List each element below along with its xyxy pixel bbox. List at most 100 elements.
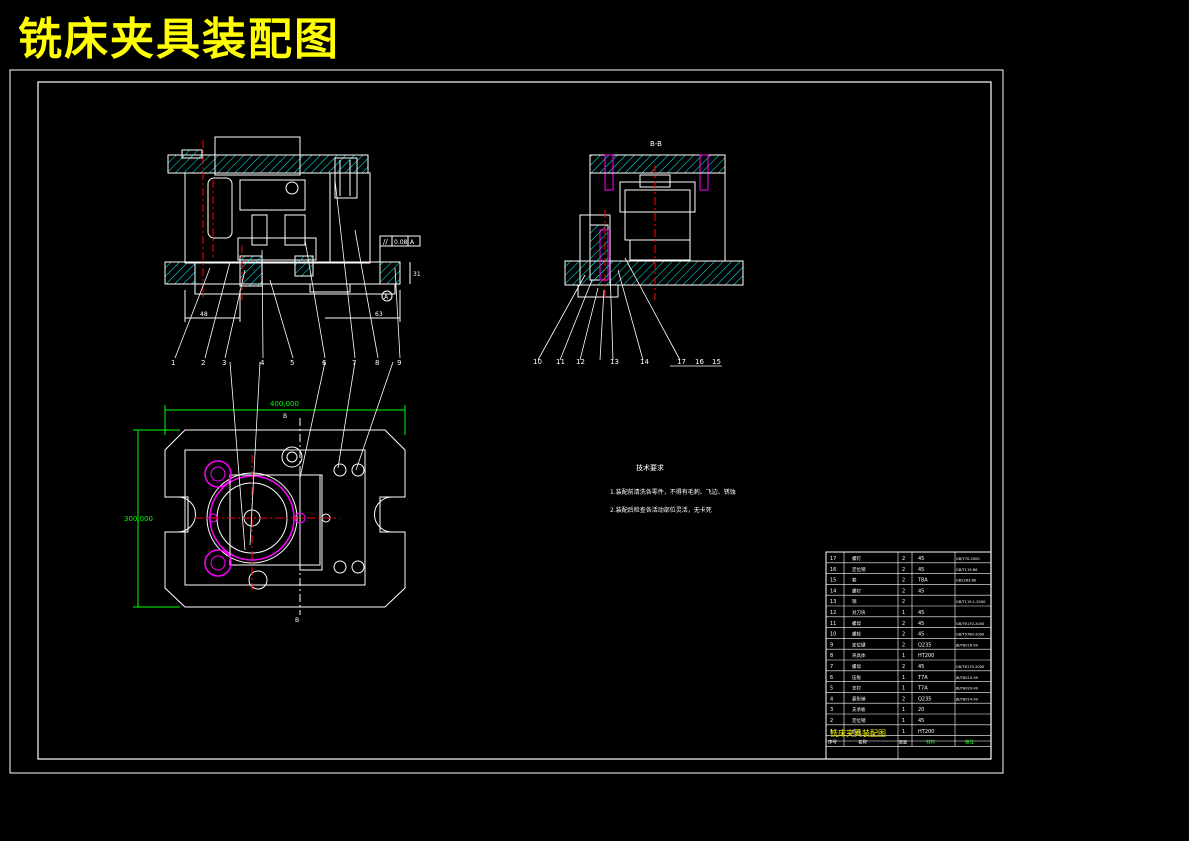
- bom-no: 12: [830, 610, 836, 616]
- bom-name: 底座: [852, 728, 861, 735]
- bom-material: 45: [918, 567, 924, 573]
- bom-no: 6: [830, 675, 833, 681]
- bom-drawing-name: 铣床夹具装配图: [830, 728, 886, 738]
- balloon-1: 1: [171, 359, 175, 367]
- top-leaders: [229, 361, 394, 551]
- balloon-9: 9: [397, 359, 401, 367]
- bom-material: 45: [918, 718, 924, 724]
- bom-frame: [825, 551, 992, 760]
- bom-material: 45: [918, 556, 924, 562]
- section-leaders: [537, 257, 722, 367]
- front-leaders: [174, 179, 401, 359]
- bom-name: 螺钉: [852, 587, 861, 594]
- bom-no: 5: [830, 686, 833, 692]
- bom-name: 对刀块: [852, 609, 866, 616]
- inner-frame: [37, 81, 992, 760]
- bom-standard: GB2263-80: [956, 579, 977, 583]
- balloon-17: 17: [677, 358, 686, 366]
- bom-name: 螺栓: [852, 631, 861, 638]
- bom-no: 1: [830, 729, 833, 735]
- bom-qty: 2: [902, 567, 905, 573]
- bom-standard: JB/T8010-99: [955, 676, 979, 680]
- tolerance-symbol: //: [383, 238, 388, 246]
- bom-header-standard: 备注: [965, 739, 974, 746]
- bom-qty: 1: [902, 610, 905, 616]
- bom-name: 套: [852, 577, 857, 584]
- bom-qty: 1: [902, 718, 905, 724]
- bom-name: 定位销: [852, 566, 866, 573]
- bom-qty: 2: [902, 599, 905, 605]
- bom-qty: 1: [902, 686, 905, 692]
- bom-name: 菱形销: [852, 695, 866, 702]
- bom-no: 16: [830, 567, 836, 573]
- bom-qty: 2: [902, 642, 905, 648]
- bom-header-name: 名称: [858, 739, 867, 746]
- bom-standard: GB/T6170-2000: [956, 622, 985, 626]
- bom-qty: 1: [902, 729, 905, 735]
- bom-no: 2: [830, 718, 833, 724]
- bom-qty: 2: [902, 556, 905, 562]
- balloon-2: 2: [201, 359, 205, 367]
- dim-height: 300,000: [124, 515, 153, 523]
- bom-no: 4: [830, 696, 833, 702]
- bom-qty: 2: [902, 621, 905, 627]
- bom-no: 10: [830, 632, 836, 638]
- bom-material: 45: [918, 610, 924, 616]
- notes-line-2: 2.装配后检查各活动部位灵活，无卡死: [610, 506, 712, 514]
- bom-no: 3: [830, 707, 833, 713]
- balloon-5: 5: [290, 359, 294, 367]
- bom-qty: 1: [902, 675, 905, 681]
- dim-width: 400,000: [270, 400, 299, 408]
- bom-no: 7: [830, 664, 833, 670]
- bom-material: HT200: [918, 729, 934, 735]
- balloon-10: 10: [533, 358, 542, 366]
- bom-name: 螺钉: [852, 555, 861, 562]
- bom-standard: GB/T5780-2000: [956, 633, 985, 637]
- top-view: [133, 405, 406, 615]
- notes-line-1: 1.装配前清洗各零件，不得有毛刺、飞边、锈蚀: [610, 488, 736, 496]
- bom-material: 20: [918, 707, 924, 713]
- balloon-13: 13: [610, 358, 619, 366]
- balloon-8: 8: [375, 359, 379, 367]
- section-mark-bottom: B: [295, 617, 299, 624]
- bom-no: 14: [830, 588, 836, 594]
- balloon-14: 14: [640, 358, 649, 366]
- dim-48: 48: [200, 311, 208, 318]
- front-view: [164, 136, 421, 322]
- bom-qty: 2: [902, 632, 905, 638]
- bom-standard: GB/T6170-2000: [956, 665, 985, 669]
- bom-qty: 2: [902, 578, 905, 584]
- bom-name: 夹具体: [852, 652, 866, 659]
- bom-name: 支承板: [852, 706, 866, 713]
- bom-name: 销: [852, 598, 857, 605]
- dim-31: 31: [413, 271, 421, 278]
- bom-header-qty: 数量: [899, 739, 907, 745]
- bom-name: 螺母: [852, 620, 861, 627]
- section-view: [564, 154, 744, 300]
- bom-material: T8A: [917, 578, 928, 584]
- balloon-16: 16: [695, 358, 704, 366]
- tolerance-value: 0.08: [394, 239, 408, 246]
- bom-material: T7A: [917, 675, 928, 681]
- bom-standard: JB/T8014-99: [955, 697, 979, 701]
- bom-header-material: 材料: [926, 739, 935, 746]
- section-mark-top: B: [283, 413, 287, 420]
- bom-material: HT200: [918, 653, 934, 659]
- bom-name: 压板: [852, 674, 861, 681]
- bom-no: 15: [830, 578, 836, 584]
- bom-material: 45: [918, 632, 924, 638]
- bom-header-no: 序号: [828, 739, 837, 746]
- bom-material: Q235: [918, 642, 931, 648]
- section-label: B-B: [650, 140, 662, 148]
- bom-standard: JB/T8029-99: [955, 687, 979, 691]
- tolerance-datum: A: [410, 239, 415, 246]
- balloon-3: 3: [222, 359, 226, 367]
- balloon-12: 12: [576, 358, 585, 366]
- bom-standard: JB/T8016-99: [955, 643, 979, 647]
- bom-no: 17: [830, 556, 836, 562]
- balloon-11: 11: [556, 358, 565, 366]
- bom-material: 45: [918, 588, 924, 594]
- bom-name: 螺母: [852, 663, 861, 670]
- bom-no: 11: [830, 621, 836, 627]
